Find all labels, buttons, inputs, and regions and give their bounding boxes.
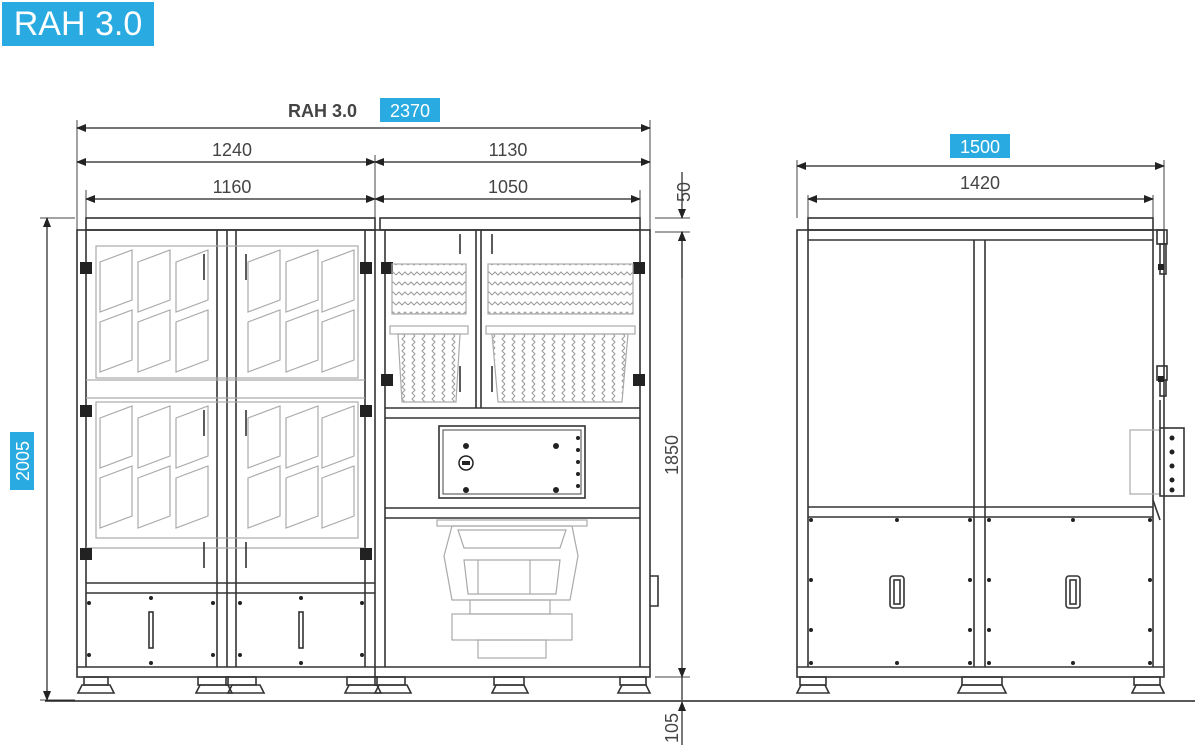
right-inner-width: 1050 [488,177,528,197]
title-badge: RAH 3.0 [2,2,154,46]
overall-width-value: 2370 [390,101,430,121]
foot-height: 105 [662,713,682,743]
overall-height-value: 2005 [13,441,33,481]
overall-depth-badge [950,134,1010,158]
top-offset: 50 [674,182,694,202]
right-section-width: 1130 [489,140,528,160]
frame-height: 1850 [662,435,682,475]
overall-width-badge [380,98,440,122]
inner-depth: 1420 [960,173,1000,193]
left-section-width: 1240 [212,140,252,160]
overall-label: RAH 3.0 [288,101,357,121]
side-view-unit [795,217,1185,694]
overall-height-badge [10,432,34,490]
side-dimensions: 1500 1420 [796,134,1165,230]
overall-depth-value: 1500 [960,137,1000,157]
front-dimensions: RAH 3.0 2370 1240 1130 1160 1050 50 1850… [10,98,694,745]
left-inner-width: 1160 [213,177,252,197]
front-view-unit [76,217,659,694]
